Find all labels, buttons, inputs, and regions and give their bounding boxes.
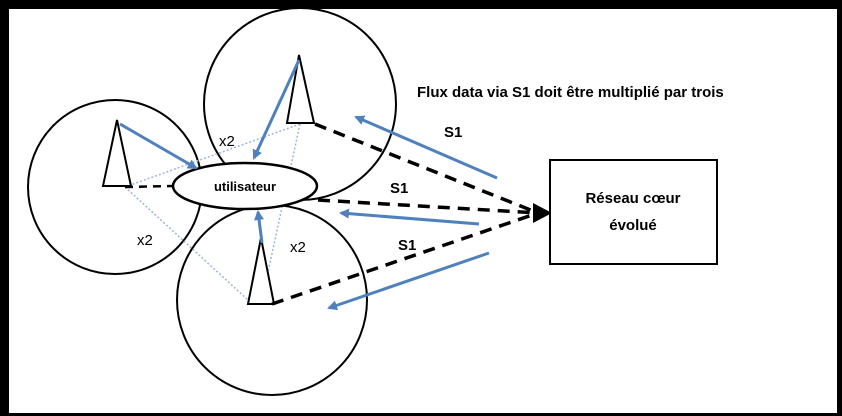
core-label-line1: Réseau cœur: [585, 190, 680, 207]
diagram-canvas: utilisateur Réseau cœur évolué Flux data…: [9, 9, 837, 413]
s1-link-top: [314, 122, 539, 215]
s1-link-user: [317, 198, 539, 215]
x2-link-left-top: [124, 123, 301, 188]
core-arrowhead: [533, 203, 552, 223]
antenna-top-icon: [285, 54, 316, 124]
x2-label-left: x2: [137, 232, 153, 249]
data-arrow-middle: [339, 208, 480, 226]
s1-label-middle: S1: [390, 180, 408, 197]
user-label: utilisateur: [214, 179, 276, 194]
radio-arrow-left: [119, 122, 198, 170]
diagram-title: Flux data via S1 doit être multiplié par…: [417, 84, 724, 101]
data-arrow-top: [354, 115, 498, 180]
x2-label-top: x2: [219, 133, 235, 150]
s1-label-bottom: S1: [398, 237, 416, 254]
network-diagram: utilisateur Réseau cœur évolué Flux data…: [27, 9, 724, 396]
s1-link-bottom: [271, 211, 539, 306]
user-link-left: [124, 184, 174, 189]
radio-arrow-bottom: [254, 210, 264, 244]
x2-label-right: x2: [290, 239, 306, 256]
data-arrow-bottom: [327, 251, 490, 311]
s1-label-top: S1: [444, 124, 462, 141]
core-label-line2: évolué: [609, 217, 657, 234]
radio-arrow-top: [252, 59, 301, 160]
antenna-bottom-icon: [246, 237, 276, 305]
antenna-left-icon: [101, 119, 133, 187]
core-network-box: [549, 159, 718, 265]
